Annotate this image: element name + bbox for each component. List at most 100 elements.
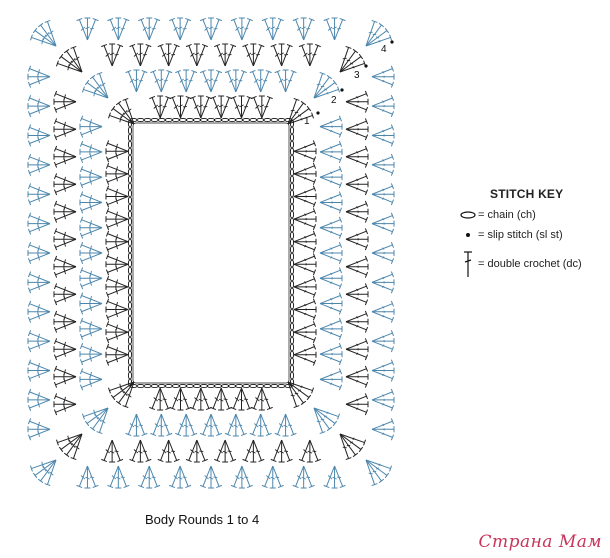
dc-cluster <box>293 253 317 276</box>
chain-stitch <box>127 343 133 352</box>
dc-cluster <box>274 413 297 437</box>
chain-stitch <box>289 357 295 366</box>
dc-stitch <box>232 387 242 409</box>
chain-stitch <box>127 238 133 247</box>
dc-stitch <box>345 313 367 323</box>
dc-stitch <box>287 381 298 407</box>
dc-cluster <box>292 465 315 489</box>
dc-cluster <box>185 439 208 463</box>
chain-stitch <box>127 315 133 324</box>
dc-cluster <box>79 267 103 290</box>
chain-stitch <box>289 329 295 338</box>
dc-cluster <box>371 359 395 382</box>
dc-stitch <box>345 340 367 350</box>
dc-cluster <box>261 17 284 41</box>
dc-stitch <box>160 71 170 93</box>
chain-stitch <box>289 245 295 254</box>
dc-stitch <box>29 370 51 380</box>
dc-stitch <box>109 381 135 392</box>
dc-cluster <box>323 465 346 489</box>
dc-cluster <box>27 212 51 235</box>
dc-stitch <box>78 465 88 487</box>
dc-stitch <box>200 387 210 409</box>
dc-stitch <box>81 227 103 237</box>
chain-stitch <box>178 117 187 123</box>
dc-stitch <box>319 118 341 128</box>
dc-stitch <box>319 252 341 262</box>
dc-stitch <box>224 439 234 461</box>
chain-stitch <box>143 117 152 123</box>
dc-stitch <box>109 114 135 125</box>
dc-cluster <box>293 343 317 366</box>
round-label-4: 4 <box>381 44 387 55</box>
dc-stitch <box>55 128 77 138</box>
dc-stitch <box>83 88 109 99</box>
dc-stitch <box>371 370 393 380</box>
dc-stitch <box>326 19 336 41</box>
dc-stitch <box>345 266 367 276</box>
dc-stitch <box>334 465 344 487</box>
dc-stitch <box>319 193 341 203</box>
dc-cluster <box>53 365 77 388</box>
dc-stitch <box>202 413 212 435</box>
dc-stitch <box>295 19 305 41</box>
dc-stitch <box>81 176 103 186</box>
dc-stitch <box>339 433 356 456</box>
dc-stitch <box>371 215 393 225</box>
dc-stitch <box>273 439 283 461</box>
dc-stitch <box>107 187 129 197</box>
chain-stitch <box>289 147 295 156</box>
dc-stitch <box>287 114 313 125</box>
dc-cluster <box>293 321 317 344</box>
dc-stitch <box>371 244 393 254</box>
dc-cluster <box>230 95 253 119</box>
dc-cluster <box>175 69 198 93</box>
dc-stitch <box>301 45 311 67</box>
dc-stitch <box>252 71 262 93</box>
dc-stitch <box>55 183 77 193</box>
dc-stitch <box>202 71 212 93</box>
dc-stitch <box>339 433 350 459</box>
dc-cluster <box>76 17 99 41</box>
dc-stitch <box>216 45 226 67</box>
dc-stitch <box>339 433 362 450</box>
chain-stitch <box>289 273 295 282</box>
chain-stitch <box>235 117 244 123</box>
dc-cluster <box>345 118 369 141</box>
dc-stitch <box>55 293 77 303</box>
dc-stitch <box>319 143 341 153</box>
dc-stitch <box>81 345 103 355</box>
dc-cluster <box>53 283 77 306</box>
dc-stitch <box>264 465 274 487</box>
dc-stitch <box>92 76 109 99</box>
dc-cluster <box>319 115 343 138</box>
dc-stitch <box>273 45 283 67</box>
dc-cluster <box>138 17 161 41</box>
dc-stitch <box>227 71 237 93</box>
dc-cluster <box>270 43 293 67</box>
dc-stitch <box>29 215 51 225</box>
dc-stitch <box>29 362 51 372</box>
dc-stitch <box>111 45 121 67</box>
dc-stitch <box>345 120 367 130</box>
dc-stitch <box>107 331 129 341</box>
dc-stitch <box>107 346 129 356</box>
chain-stitch <box>127 259 133 268</box>
dc-cluster <box>319 317 343 340</box>
dc-cluster <box>345 338 369 361</box>
dc-stitch <box>345 101 367 111</box>
dc-cluster <box>371 271 395 294</box>
dc-stitch <box>107 210 129 220</box>
dc-stitch <box>81 252 103 262</box>
dc-stitch <box>371 311 393 321</box>
dc-stitch <box>168 45 178 67</box>
dc-stitch <box>345 285 367 295</box>
dc-cluster <box>293 185 317 208</box>
dc-stitch <box>235 71 245 93</box>
dc-stitch <box>112 381 135 398</box>
chain-stitch <box>199 383 209 389</box>
dc-stitch <box>29 273 51 283</box>
dc-cluster <box>76 465 99 489</box>
dc-stitch <box>220 97 230 119</box>
dc-cluster <box>53 310 77 333</box>
